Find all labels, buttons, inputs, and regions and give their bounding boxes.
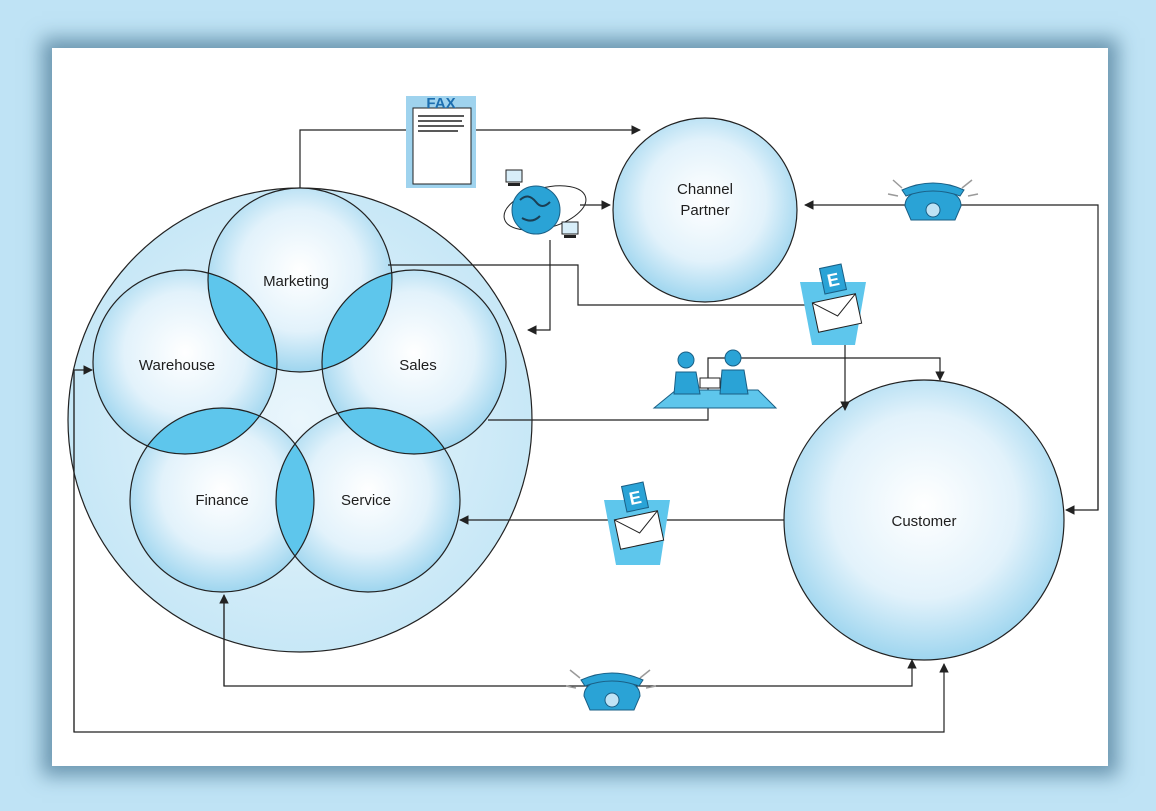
email-icon-letter: E: [825, 269, 841, 291]
warehouse-label: Warehouse: [139, 357, 215, 374]
customer-label: Customer: [891, 513, 956, 530]
telephone-icon: [887, 179, 979, 221]
department-outlines: [92, 187, 507, 593]
sales-label: Sales: [399, 357, 437, 374]
telephone-icon: [565, 669, 657, 711]
channel-partner-label-line1: Channel: [677, 181, 733, 198]
marketing-label: Marketing: [263, 273, 329, 290]
channel-partner-label-line2: Partner: [680, 202, 729, 219]
email-icon-letter: E: [627, 487, 643, 509]
email-icon: E: [604, 481, 670, 565]
service-label: Service: [341, 492, 391, 509]
channel-partner-circle: [612, 117, 798, 303]
connectors: [73, 125, 1099, 733]
fax-icon-text: FAX: [426, 95, 455, 112]
finance-label: Finance: [195, 492, 248, 509]
meeting-icon: [652, 349, 778, 409]
email-icon: E: [800, 263, 866, 345]
globe-network-icon: [503, 169, 587, 238]
fax-icon: FAX: [406, 95, 476, 188]
overlap-regions: [130, 270, 460, 592]
